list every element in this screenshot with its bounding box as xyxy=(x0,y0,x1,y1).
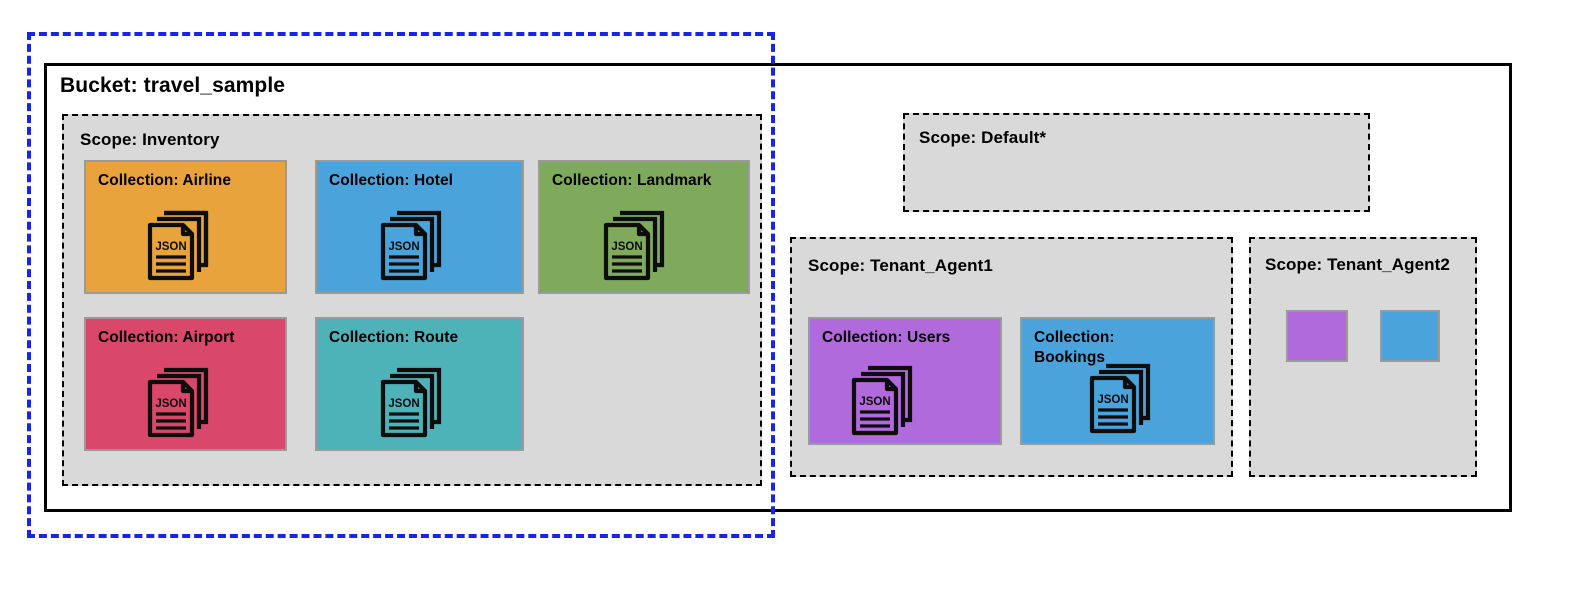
collection-airline-title: Collection: Airline xyxy=(98,172,231,189)
collection-hotel-title: Collection: Hotel xyxy=(329,172,453,189)
collection-airport[interactable]: Collection: Airport JSON xyxy=(84,317,287,451)
svg-text:JSON: JSON xyxy=(155,398,186,410)
svg-text:JSON: JSON xyxy=(388,398,419,410)
svg-text:JSON: JSON xyxy=(1097,394,1128,406)
scope-default[interactable]: Scope: Default* xyxy=(903,113,1370,212)
svg-text:JSON: JSON xyxy=(611,241,642,253)
json-documents-icon: JSON xyxy=(375,363,455,446)
json-documents-icon: JSON xyxy=(846,361,926,443)
scope-tenant-agent1-title: Scope: Tenant_Agent1 xyxy=(808,256,993,275)
json-documents-icon: JSON xyxy=(598,206,678,289)
json-documents-icon: JSON xyxy=(1084,359,1164,442)
scope-tenant-agent2[interactable]: Scope: Tenant_Agent2 xyxy=(1249,237,1477,477)
collection-airport-title: Collection: Airport xyxy=(98,329,235,346)
svg-text:JSON: JSON xyxy=(155,241,186,253)
json-documents-icon: JSON xyxy=(142,206,222,289)
collection-hotel[interactable]: Collection: Hotel JSON xyxy=(315,160,524,294)
collection-route[interactable]: Collection: Route JSON xyxy=(315,317,524,451)
collection-users-title: Collection: Users xyxy=(822,329,951,346)
scope-tenant-agent1[interactable]: Scope: Tenant_Agent1 Collection: Users J… xyxy=(790,237,1233,477)
collection-route-title: Collection: Route xyxy=(329,329,459,346)
scope-inventory-title: Scope: Inventory xyxy=(80,130,220,149)
json-documents-icon: JSON xyxy=(375,206,455,289)
collection-bookings[interactable]: Collection: Bookings JSON xyxy=(1020,317,1215,445)
collection-landmark-title: Collection: Landmark xyxy=(552,172,712,189)
scope-tenant-agent2-title: Scope: Tenant_Agent2 xyxy=(1265,255,1450,274)
scope-default-title: Scope: Default* xyxy=(919,128,1047,147)
svg-text:JSON: JSON xyxy=(859,396,890,408)
collection-airline[interactable]: Collection: Airline JSON xyxy=(84,160,287,294)
collection-swatch-blue[interactable] xyxy=(1380,310,1440,362)
collection-swatch-purple[interactable] xyxy=(1286,310,1348,362)
collection-bookings-title: Collection: Bookings xyxy=(1034,329,1115,367)
collection-users[interactable]: Collection: Users JSON xyxy=(808,317,1002,445)
scope-inventory[interactable]: Scope: Inventory Collection: Airline JSO… xyxy=(62,114,762,486)
collection-landmark[interactable]: Collection: Landmark JSON xyxy=(538,160,750,294)
svg-text:JSON: JSON xyxy=(388,241,419,253)
bucket-title: Bucket: travel_sample xyxy=(60,74,286,97)
json-documents-icon: JSON xyxy=(142,363,222,446)
